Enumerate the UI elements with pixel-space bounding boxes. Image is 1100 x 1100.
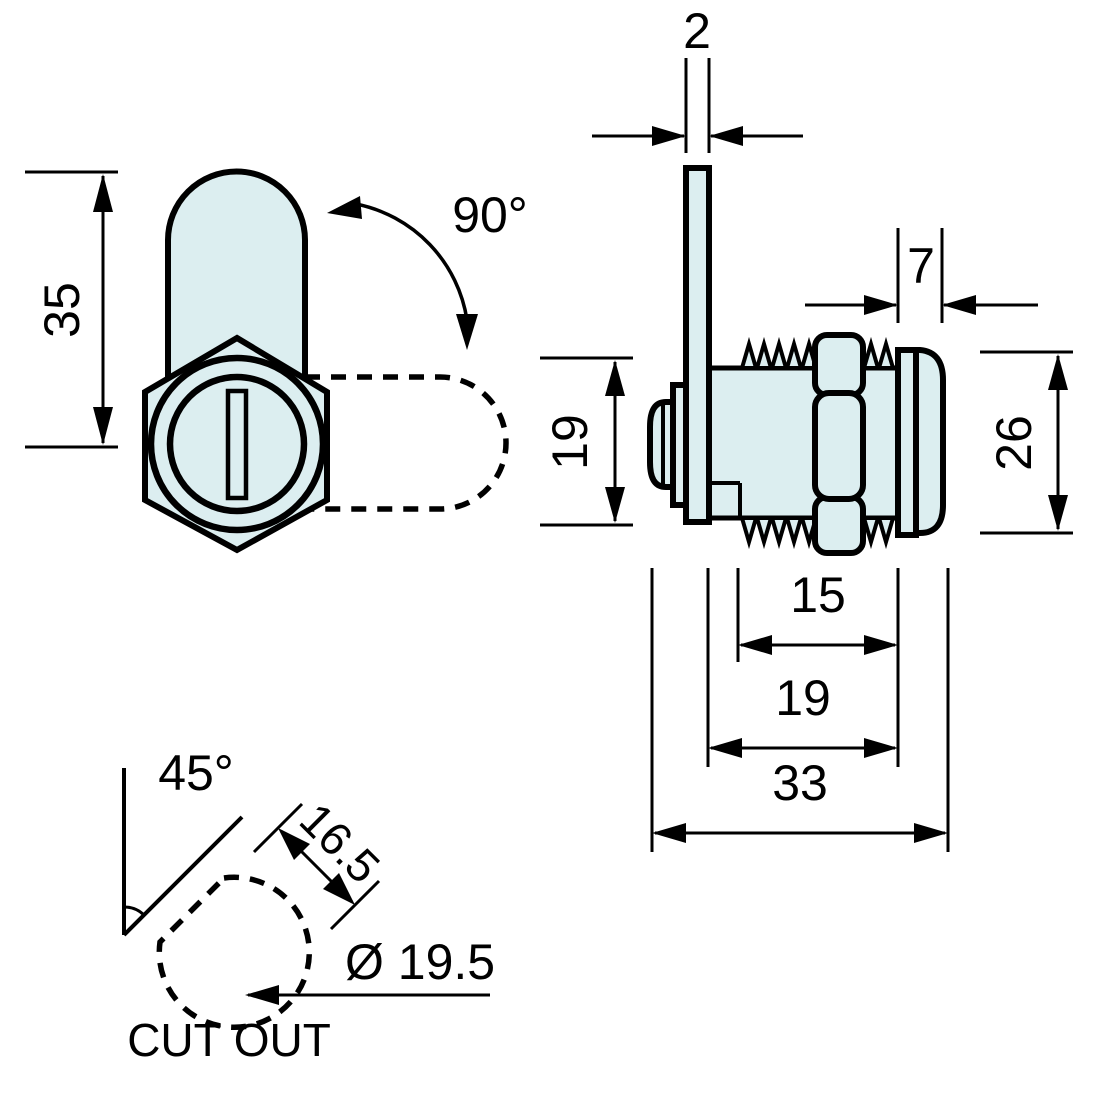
arrowhead-left xyxy=(709,126,743,146)
cutout-diameter-label: Ø 19.5 xyxy=(345,934,495,990)
cutout-title: CUT OUT xyxy=(127,1014,331,1066)
lock-face-inner-circle xyxy=(166,373,308,515)
cam-thickness-dimension: 2 xyxy=(592,3,803,153)
nut-facet-middle xyxy=(812,390,866,502)
arrowhead-down xyxy=(93,407,113,445)
cutout-angle-label: 45° xyxy=(158,745,234,801)
barrel-core xyxy=(706,365,901,521)
barrel-diameter-dimension: 19 xyxy=(540,356,633,527)
threads-bottom-rear xyxy=(739,516,819,550)
cam-length-label: 35 xyxy=(34,282,90,338)
arrowhead-downright xyxy=(323,873,355,905)
head-depth-label: 7 xyxy=(907,238,935,294)
nut-facet-bottom xyxy=(812,494,866,556)
cutout-view: 45° 16.5 Ø 19.5 CUT OUT xyxy=(122,745,495,1066)
arrowhead-right xyxy=(864,635,898,655)
arrowhead-up xyxy=(605,360,625,396)
keyway-slot xyxy=(225,388,249,501)
arrowhead-down xyxy=(1048,495,1068,531)
nut-facet-top xyxy=(812,332,866,398)
thread-length-label: 15 xyxy=(790,567,846,623)
barrel-diameter-label: 19 xyxy=(542,414,598,470)
head-body xyxy=(913,347,946,536)
arrowhead-right xyxy=(914,823,948,843)
cutout-diameter-dimension: Ø 19.5 xyxy=(245,934,495,1005)
arrowhead-left xyxy=(942,295,976,315)
arrowhead-left xyxy=(738,635,772,655)
threads-bottom-front xyxy=(861,516,896,550)
cam-plate-side xyxy=(683,165,712,525)
arrowhead-left xyxy=(652,823,686,843)
length-dimensions: 15 19 33 xyxy=(650,567,950,852)
side-view: 2 7 19 26 xyxy=(540,3,1073,852)
cam-rotated-dashed-outline xyxy=(303,374,509,512)
head-diameter-label: 26 xyxy=(986,415,1042,471)
cutout-hole-dashed-outline xyxy=(156,874,313,1031)
cam-length-dimension: 35 xyxy=(25,170,118,449)
rotation-arc xyxy=(355,202,469,321)
across-flat-dimension: 16.5 xyxy=(252,793,390,931)
total-length-dimension: 33 xyxy=(652,755,948,843)
angle-arc xyxy=(123,905,146,917)
across-flat-label: 16.5 xyxy=(290,793,390,893)
total-length-label: 33 xyxy=(772,755,828,811)
arrowhead-down xyxy=(605,487,625,523)
arrowhead-up xyxy=(93,174,113,212)
arrowhead-right xyxy=(864,738,898,758)
threads-top-rear xyxy=(739,336,819,370)
cam-thickness-label: 2 xyxy=(683,3,711,59)
arrowhead-right xyxy=(864,295,898,315)
arrowhead-left xyxy=(708,738,742,758)
head-depth-dimension: 7 xyxy=(805,228,1038,323)
head-diameter-dimension: 26 xyxy=(980,350,1073,535)
thread-length-dimension: 15 xyxy=(738,567,898,655)
arrowhead-left xyxy=(245,985,279,1005)
arrowhead-upleft xyxy=(278,828,310,860)
rotation-label: 90° xyxy=(452,187,528,243)
rotation-dimension: 90° xyxy=(327,187,528,350)
threads-top-front xyxy=(861,336,896,370)
rotation-arrowhead-left xyxy=(327,196,362,219)
rotation-arrowhead-down xyxy=(456,314,478,350)
arrowhead-up xyxy=(1048,354,1068,390)
barrel-length-dimension: 19 xyxy=(708,670,898,758)
arrowhead-right xyxy=(652,126,686,146)
front-view: 90° 35 xyxy=(25,168,528,554)
barrel-length-label: 19 xyxy=(775,670,831,726)
